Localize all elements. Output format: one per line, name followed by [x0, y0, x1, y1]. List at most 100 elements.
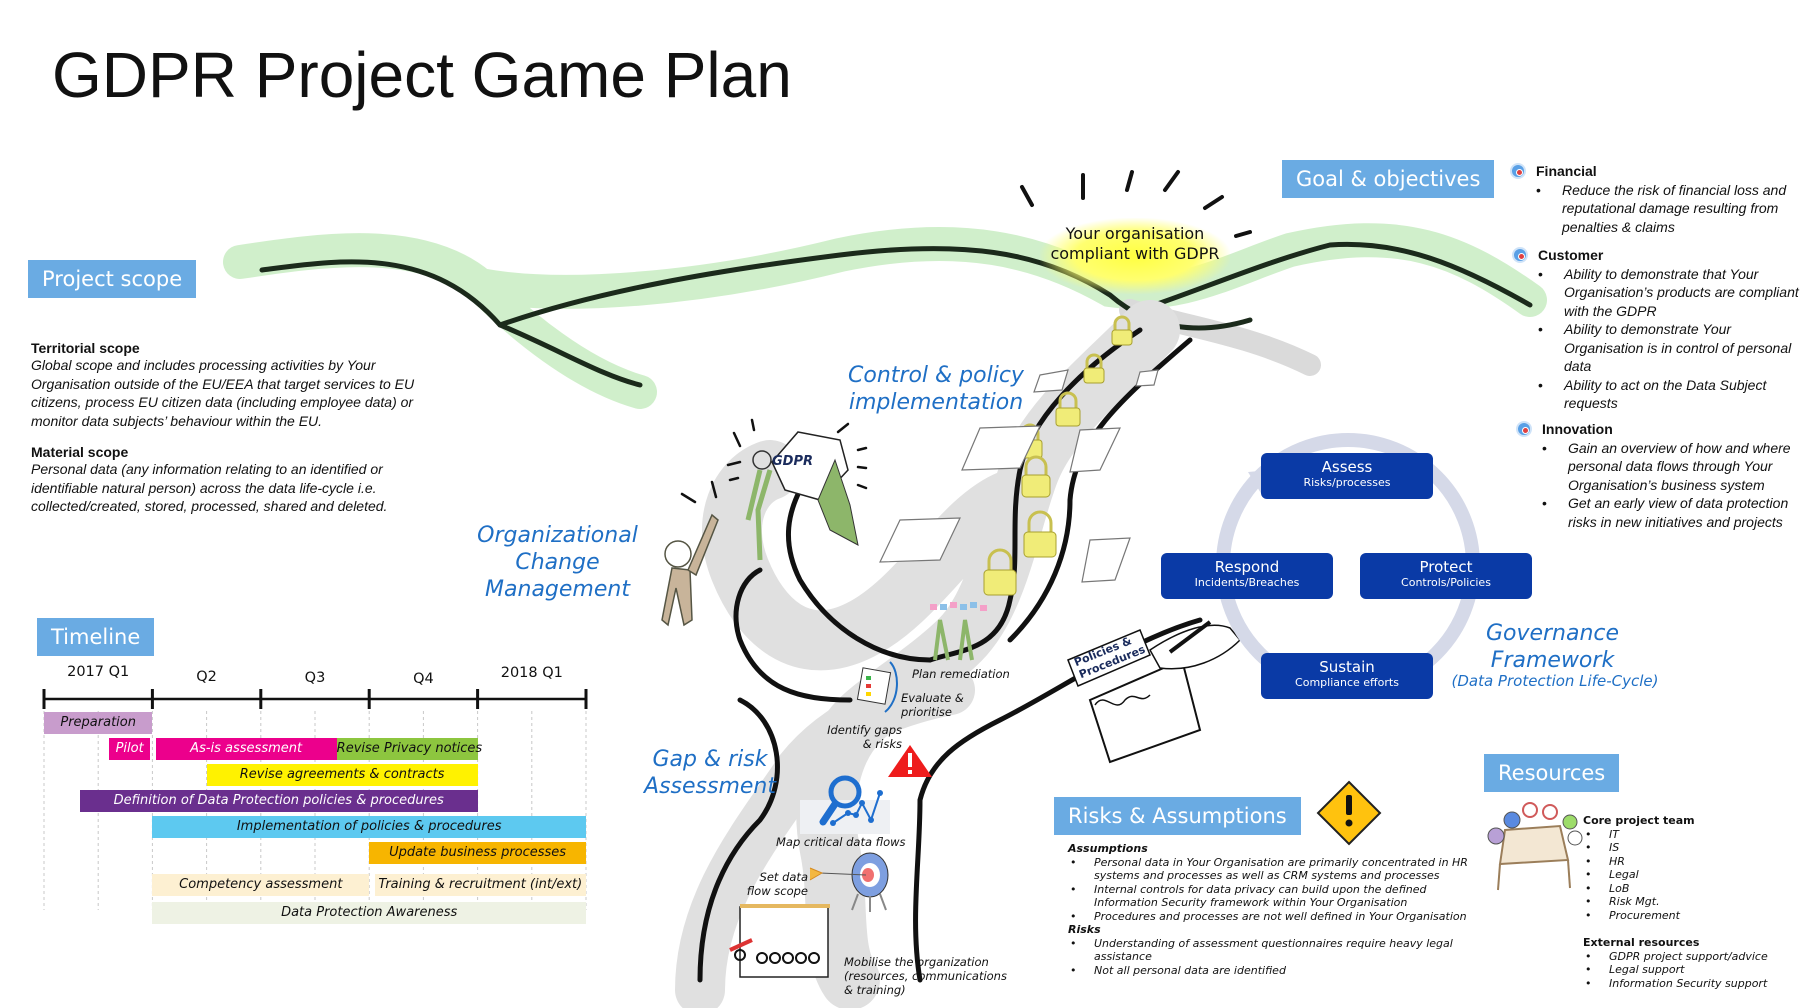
gantt-bar: Competency assessment [152, 874, 370, 896]
objective-innovation: Innovation Gain an overview of how and w… [1516, 420, 1800, 531]
step-map-flows: Map critical data flows [776, 835, 906, 849]
gantt-bar: Pilot [109, 738, 151, 760]
core-team-item: IT [1583, 828, 1793, 842]
cycle-stage-protect: Protect Controls/Policies [1360, 553, 1532, 599]
target-icon [1512, 247, 1528, 264]
objective-item: Reduce the risk of financial loss and re… [1536, 181, 1800, 237]
core-team-item: Procurement [1583, 909, 1793, 923]
alert-triangle-icon [888, 745, 932, 777]
stage-subtitle: Risks/processes [1303, 476, 1391, 489]
person-waving-icon [661, 513, 719, 627]
policies-document-icon [1067, 620, 1242, 764]
gdpr-sign-label: GDPR [772, 454, 813, 469]
step-identify: Identify gaps & risks [827, 723, 902, 751]
stage-title: Assess [1321, 458, 1373, 476]
page-title: GDPR Project Game Plan [52, 39, 792, 111]
material-scope-heading: Material scope [31, 444, 129, 460]
objective-heading: Customer [1538, 247, 1604, 263]
gantt-bar: Data Protection Awareness [152, 902, 586, 924]
risks-assumptions-content: Assumptions Personal data in Your Organi… [1068, 842, 1488, 977]
assumption-item: Procedures and processes are not well de… [1068, 910, 1488, 924]
stage-title: Protect [1419, 558, 1473, 576]
objective-item: Ability to demonstrate Your Organisation… [1538, 320, 1800, 376]
phase-control-policy: Control & policy implementation [848, 363, 1024, 415]
gantt-bar: Preparation [44, 712, 153, 734]
step-set-scope: Set data flow scope [746, 870, 808, 898]
phase-gap-risk: Gap & risk Assessment [644, 747, 776, 799]
external-resource-item: Legal support [1583, 963, 1793, 977]
team-planning-icon [930, 602, 987, 661]
assumptions-heading: Assumptions [1068, 842, 1148, 855]
cycle-stage-respond: Respond Incidents/Breaches [1161, 553, 1333, 599]
risk-item: Understanding of assessment questionnair… [1068, 937, 1488, 964]
gantt-axis [42, 689, 588, 910]
goal-objectives-tag: Goal & objectives [1282, 160, 1495, 198]
scope-block: Territorial scope Global scope and inclu… [31, 340, 441, 530]
external-resource-item: Information Security support [1583, 977, 1793, 991]
project-scope-tag: Project scope [28, 260, 197, 298]
step-mobilise: Mobilise the organization (resources, co… [844, 955, 1007, 997]
stage-subtitle: Controls/Policies [1401, 576, 1491, 589]
gantt-bar: Revise agreements & contracts [206, 764, 478, 786]
external-resources-heading: External resources [1583, 936, 1700, 949]
stage-subtitle: Incidents/Breaches [1194, 576, 1300, 589]
lock-icon [1021, 455, 1051, 498]
gdpr-rays [680, 418, 868, 504]
objective-financial: Financial Reduce the risk of financial l… [1510, 162, 1800, 236]
gantt-bar: Revise Privacy notices [336, 738, 482, 760]
lock-icon [1083, 353, 1105, 384]
stage-subtitle: Compliance efforts [1295, 676, 1399, 689]
team-meeting-icon [1487, 802, 1583, 891]
summit-goal-text: Your organisation compliant with GDPR [1050, 224, 1220, 263]
step-evaluate: Evaluate & prioritise [901, 691, 964, 719]
resources-content: Core project team IT IS HR Legal LoB Ris… [1583, 814, 1793, 1004]
core-team-item: IS [1583, 841, 1793, 855]
objective-item: Ability to act on the Data Subject reque… [1538, 376, 1800, 413]
core-team-item: LoB [1583, 882, 1793, 896]
period-label: 2017 Q1 [67, 664, 130, 680]
target-board-icon [809, 852, 889, 912]
stage-title: Sustain [1319, 658, 1375, 676]
period-label: 2018 Q1 [500, 665, 563, 681]
step-plan-remediation: Plan remediation [912, 667, 1010, 681]
assumption-item: Personal data in Your Organisation are p… [1068, 856, 1488, 883]
objective-item: Ability to demonstrate that Your Organis… [1538, 265, 1800, 321]
core-team-item: Legal [1583, 868, 1793, 882]
period-label: Q2 [196, 669, 217, 685]
lock-icon [1055, 391, 1081, 427]
core-team-item: HR [1583, 855, 1793, 869]
objective-heading: Innovation [1542, 421, 1613, 437]
gantt-bar: Training & recruitment (int/ext) [374, 874, 586, 896]
gantt-bar: Implementation of policies & procedures [152, 816, 586, 838]
period-label: Q3 [304, 670, 326, 686]
material-scope-text: Personal data (any information relating … [31, 461, 388, 514]
resources-tag: Resources [1484, 754, 1620, 792]
governance-title: Governance Framework [1485, 621, 1620, 673]
checklist-icon [856, 661, 898, 713]
governance-subtitle: (Data Protection Life-Cycle) [1451, 672, 1659, 690]
target-icon [1516, 421, 1532, 438]
gantt-bar: Update business processes [369, 842, 586, 864]
gdpr-sign-icon [745, 431, 859, 561]
core-team-item: Risk Mgt. [1583, 895, 1793, 909]
cycle-stage-assess: Assess Risks/processes [1261, 453, 1433, 499]
territorial-scope-heading: Territorial scope [31, 340, 140, 356]
lock-icon [1111, 315, 1133, 346]
cycle-stage-sustain: Sustain Compliance efforts [1261, 653, 1433, 699]
assumption-item: Internal controls for data privacy can b… [1068, 883, 1488, 910]
risk-item: Not all personal data are identified [1068, 964, 1488, 978]
warning-diamond-icon [1316, 780, 1382, 846]
document-icons [879, 369, 1159, 583]
stage-title: Respond [1214, 558, 1280, 576]
sun-rays-icon [1020, 170, 1252, 238]
objective-item: Get an early view of data protection ris… [1542, 494, 1800, 531]
lock-icon [1023, 510, 1057, 558]
territorial-scope-text: Global scope and includes processing act… [31, 357, 415, 429]
target-icon [1510, 163, 1526, 180]
road-lower [675, 665, 975, 1008]
objective-customer: Customer Ability to demonstrate that You… [1512, 246, 1800, 413]
external-resource-item: GDPR project support/advice [1583, 950, 1793, 964]
magnifier-chart-icon [800, 775, 890, 834]
objective-heading: Financial [1536, 163, 1597, 179]
